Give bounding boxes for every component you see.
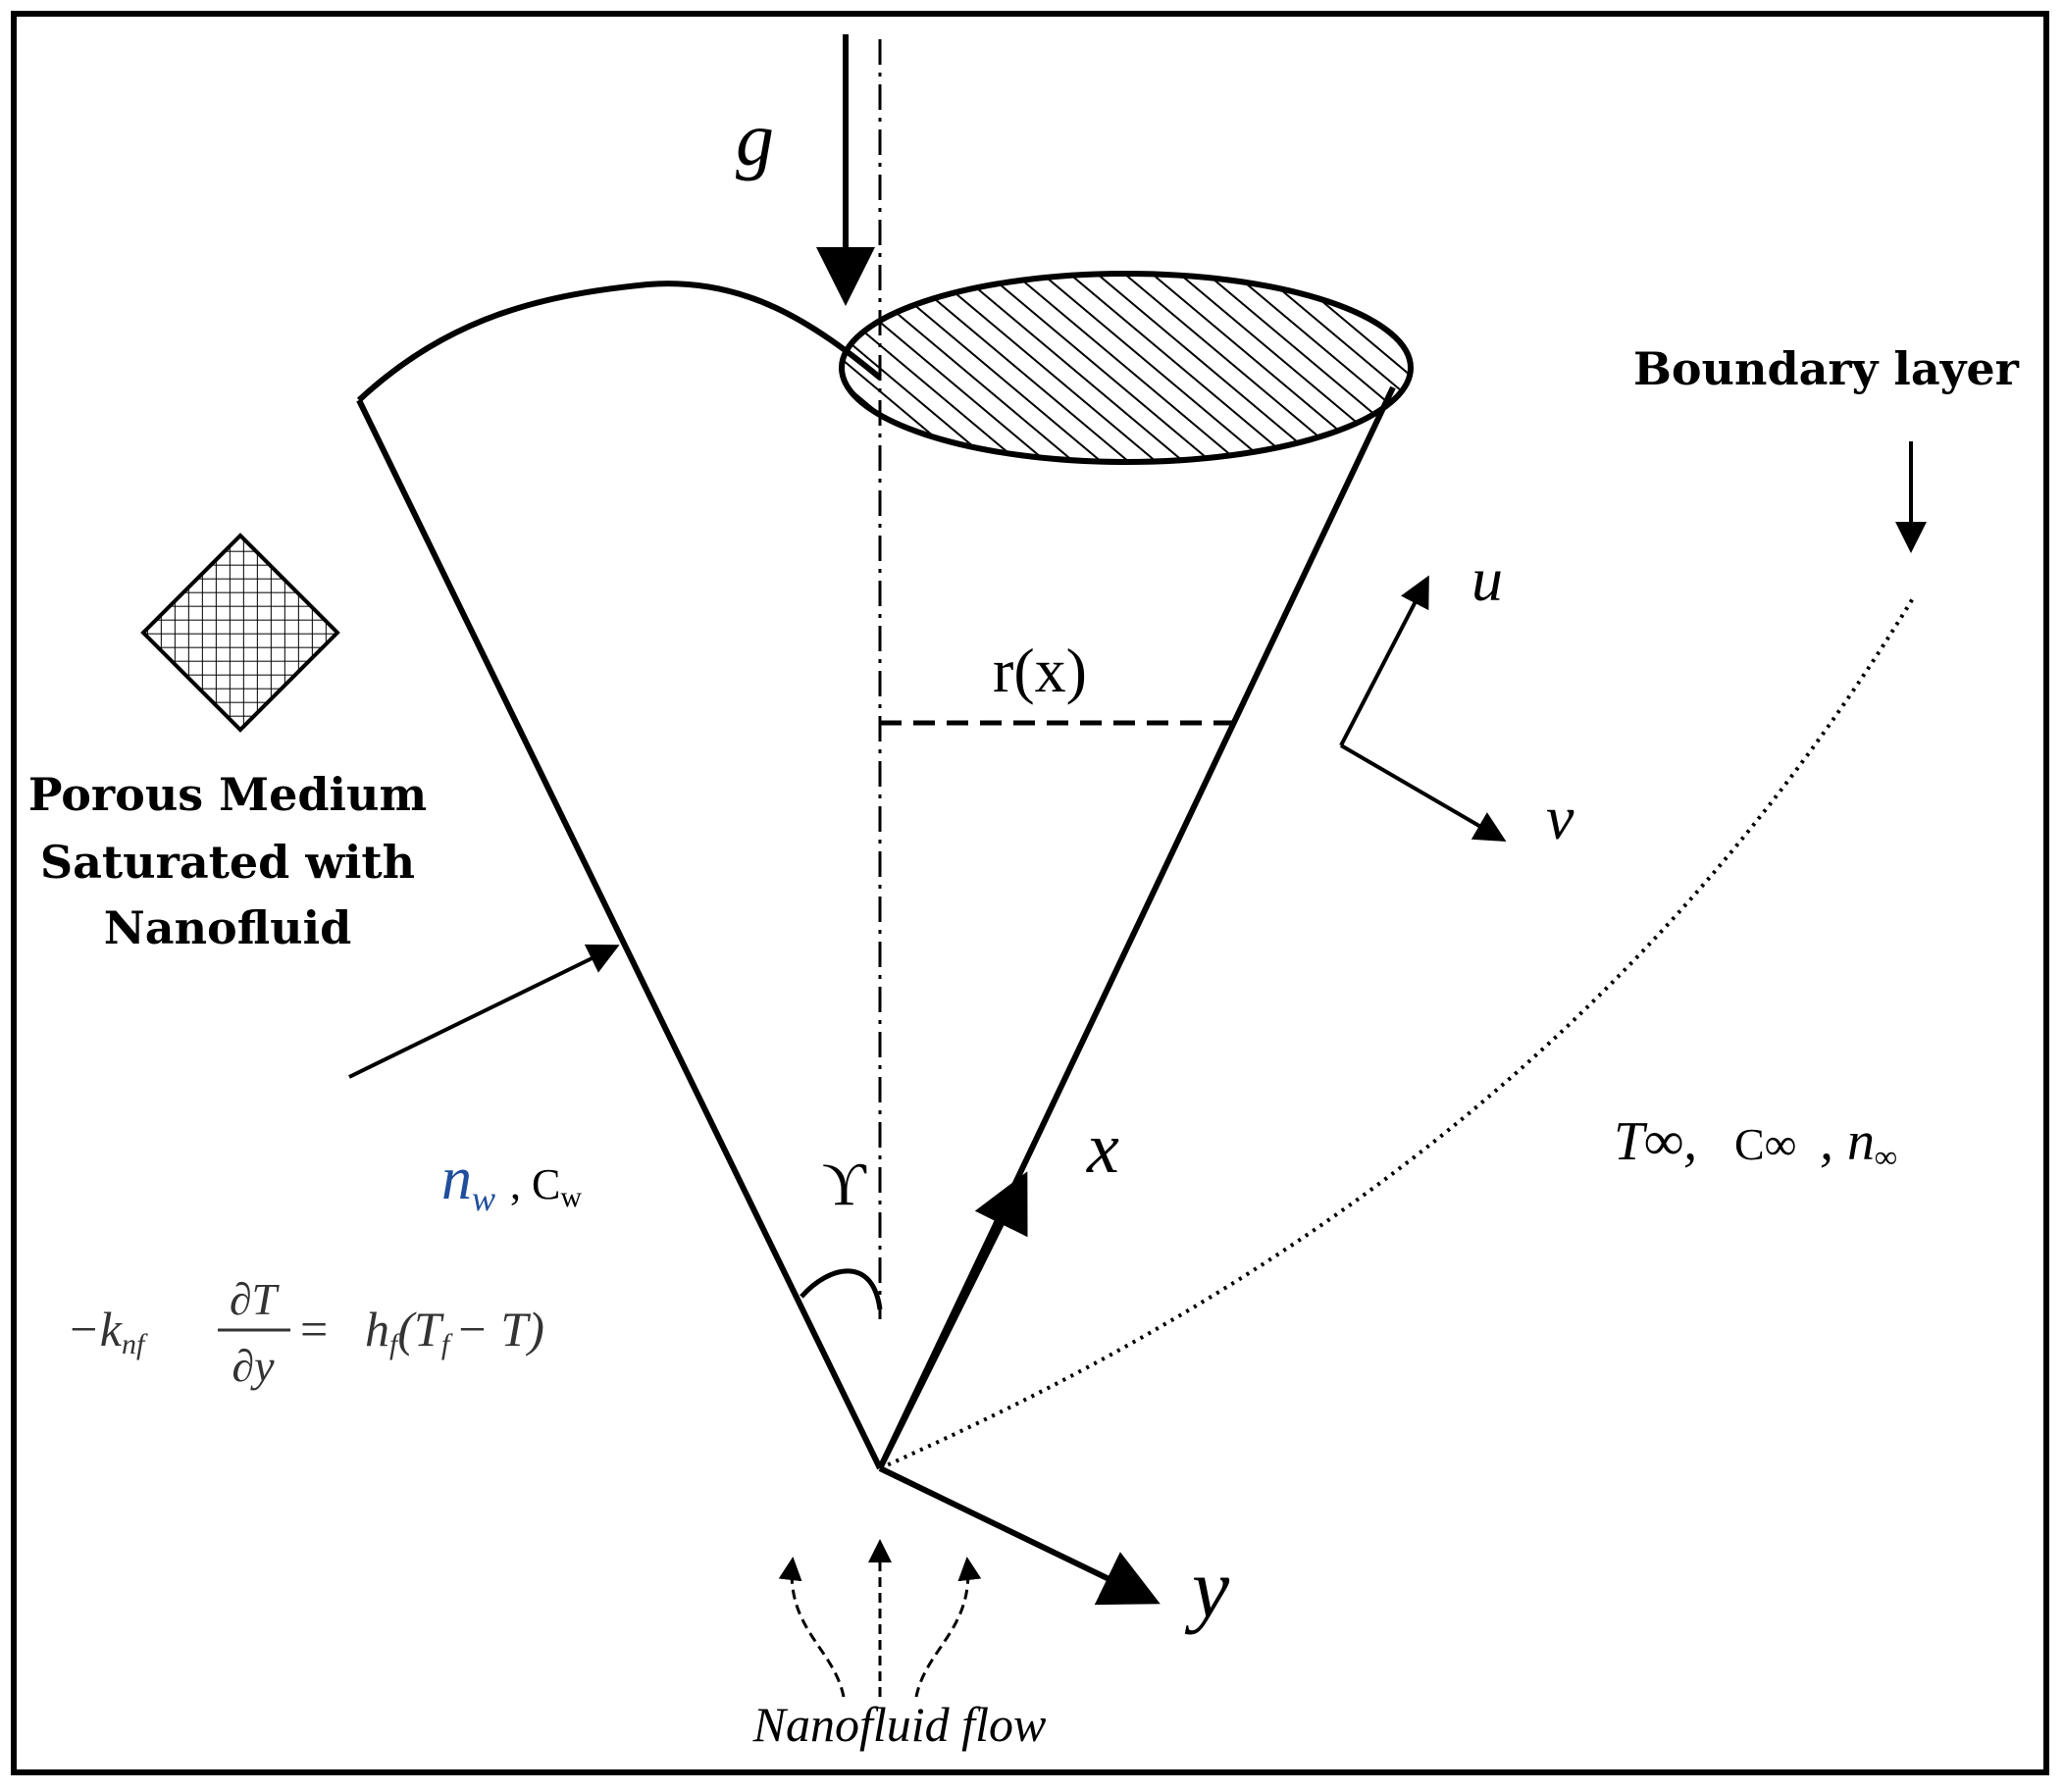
bc-Tf-sub: f <box>441 1328 453 1360</box>
bc-paren: (T <box>397 1302 444 1357</box>
wall-c-label: , Cw <box>510 1160 582 1213</box>
bc-denominator: ∂y <box>232 1341 275 1391</box>
wall-pointer-arrow <box>348 944 620 1079</box>
x-axis-label: x <box>1086 1108 1119 1189</box>
porous-medium-line3: Nanofluid <box>104 901 352 954</box>
ambient-n-label: , n∞ <box>1820 1111 1897 1174</box>
wall-n: n <box>441 1146 472 1212</box>
angle-arc <box>800 1268 883 1310</box>
bc-equals: = <box>300 1302 328 1357</box>
y-axis-label: y <box>1184 1541 1230 1635</box>
v-label: v <box>1546 783 1574 852</box>
frame <box>11 11 2049 1775</box>
bc-h: h <box>365 1302 389 1357</box>
bc-lhs: −knf <box>67 1302 148 1360</box>
u-label: u <box>1471 544 1503 614</box>
porous-medium-line1: Porous Medium <box>28 768 427 821</box>
ambient-T-label: T∞, <box>1614 1111 1697 1172</box>
bc-rhs: hf(Tf− T) <box>365 1302 544 1360</box>
ambient-n: , n <box>1820 1111 1875 1172</box>
y-axis-arrow <box>878 1465 1161 1606</box>
boundary-layer-label: Boundary layer <box>1633 342 2020 395</box>
porous-medium-line2: Saturated with <box>40 836 415 889</box>
porous-grid-icon <box>140 533 340 733</box>
boundary-layer-curve <box>879 596 1915 1470</box>
ambient-n-sub: ∞ <box>1875 1139 1897 1174</box>
angle-label: ϒ <box>822 1152 867 1218</box>
gravity-label: g <box>736 96 774 181</box>
flow-arrow-right <box>914 1557 982 1698</box>
v-arrow <box>1339 743 1507 843</box>
wall-n-sub: w <box>472 1179 495 1218</box>
cone-top-curve <box>356 281 882 403</box>
u-arrow <box>1339 575 1429 746</box>
flow-arrow-left <box>778 1557 846 1698</box>
bc-k: −k <box>67 1302 123 1357</box>
ambient-C-label: C∞ <box>1734 1119 1796 1169</box>
cone-right-side <box>877 385 1396 1470</box>
wall-c-sub: w <box>560 1181 582 1213</box>
bc-k-sub: nf <box>122 1328 148 1360</box>
nanofluid-flow-label: Nanofluid flow <box>752 1697 1047 1752</box>
bc-rest: − T) <box>455 1302 544 1357</box>
radius-label: r(x) <box>993 636 1087 705</box>
hatched-section <box>839 271 1414 465</box>
wall-c: , C <box>510 1160 560 1208</box>
x-axis-arrow <box>877 1171 1028 1470</box>
bc-numerator: ∂T <box>230 1274 281 1324</box>
cone-left-side <box>356 398 883 1470</box>
wall-condition-label: nw <box>441 1146 495 1218</box>
